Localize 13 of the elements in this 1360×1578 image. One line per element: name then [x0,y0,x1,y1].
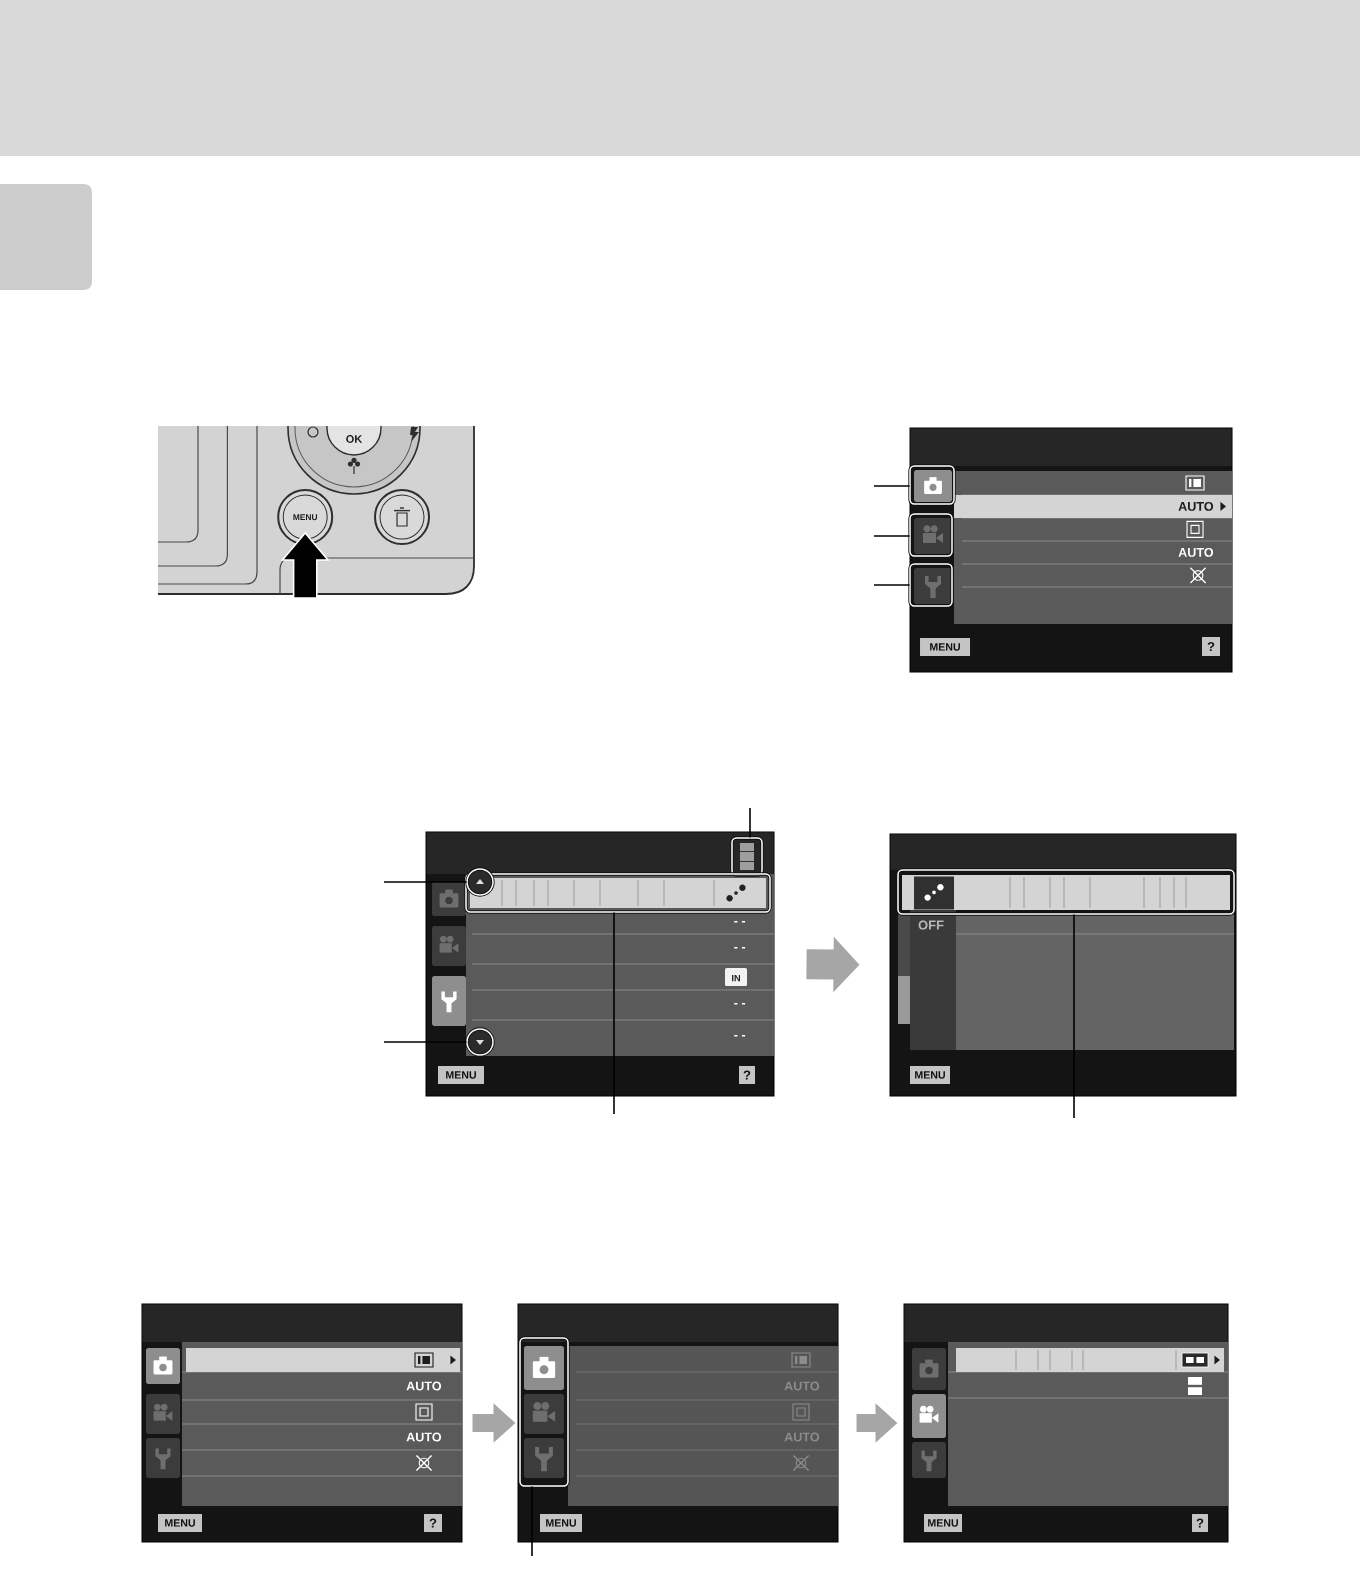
leader-line [1073,913,1075,1119]
highlight-outline [518,1336,570,1488]
leader-line [613,911,615,1115]
leader-line [383,881,468,883]
leader-line [873,584,911,586]
scroll-arrow-marker [465,1027,495,1057]
leader-line [383,1041,468,1043]
leader-line [873,535,911,537]
leader-line [749,807,751,839]
scroll-bar [730,836,764,877]
scroll-arrow-marker [465,867,495,897]
highlight-outline [896,868,1236,916]
leader-line [873,485,911,487]
